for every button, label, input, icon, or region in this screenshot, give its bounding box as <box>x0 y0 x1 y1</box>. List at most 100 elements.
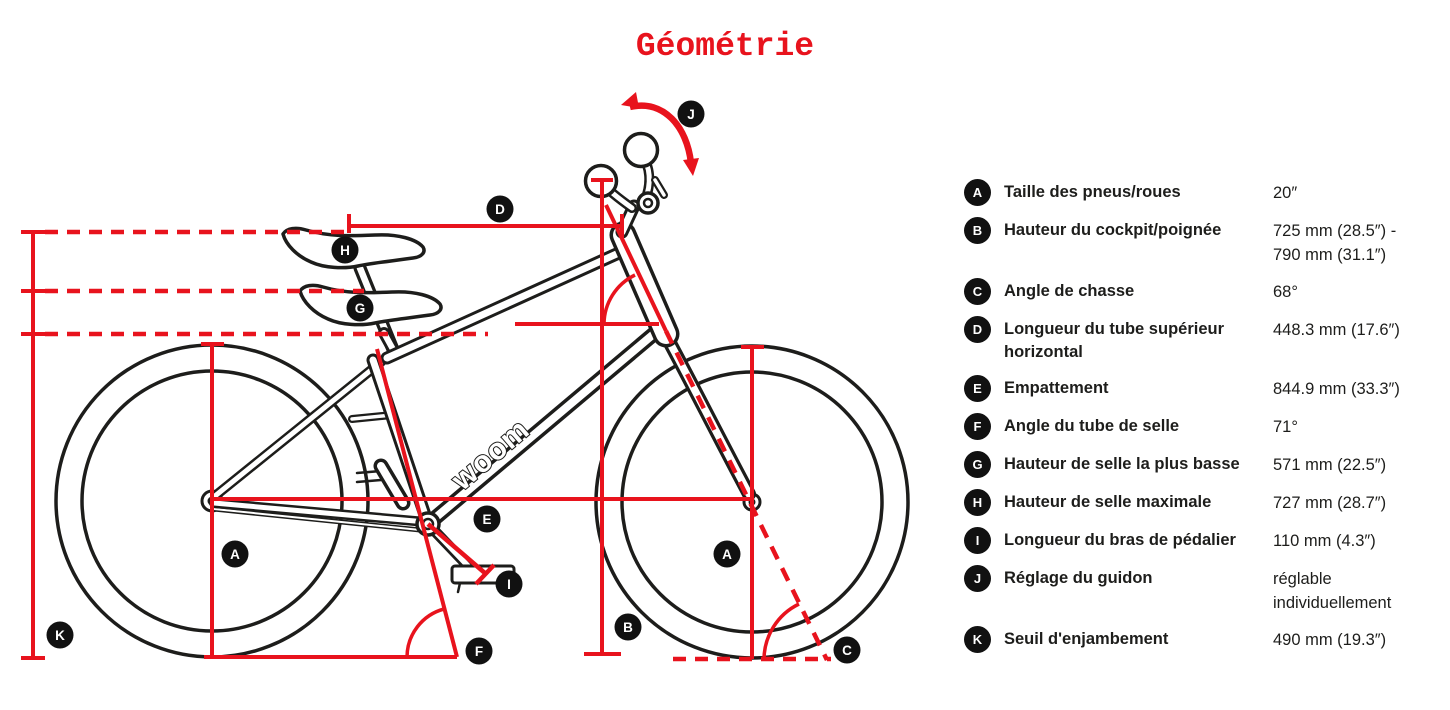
spec-row: H Hauteur de selle maximale 727 mm (28.7… <box>964 489 1439 516</box>
spec-label: Hauteur de selle maximale <box>1004 493 1212 511</box>
marker-A-rear: A <box>221 540 249 568</box>
spec-row: F Angle du tube de selle 71° <box>964 413 1439 440</box>
spec-letter: H <box>972 495 983 510</box>
spec-value-line: 490 mm (19.3″) <box>1273 631 1387 649</box>
spec-value-line: 68° <box>1273 283 1298 301</box>
spec-value: 727 mm (28.7″) <box>1273 491 1386 515</box>
brand-logo: woom <box>445 413 536 498</box>
spec-letter: F <box>973 419 982 434</box>
svg-text:B: B <box>623 620 633 635</box>
spec-letter-badge: D <box>964 316 991 343</box>
svg-text:D: D <box>495 202 505 217</box>
spec-label: Angle de chasse <box>1004 282 1135 300</box>
spec-label: Hauteur du cockpit/poignée <box>1004 221 1222 239</box>
marker-F: F <box>465 637 493 665</box>
spec-letter-badge: E <box>964 375 991 402</box>
spec-value-line: 448.3 mm (17.6″) <box>1273 321 1400 339</box>
spec-value: 725 mm (28.5″) - 790 mm (31.1″) <box>1273 219 1396 267</box>
spec-letter-badge: F <box>964 413 991 440</box>
spec-label: Longueur du bras de pédalier <box>1004 531 1236 549</box>
marker-D: D <box>486 195 514 223</box>
spec-value-line: 20″ <box>1273 184 1298 202</box>
grip-upper <box>622 131 660 169</box>
marker-J: J <box>677 100 705 128</box>
marker-H: H <box>331 236 359 264</box>
spec-label: Empattement <box>1004 379 1109 397</box>
spec-row: D Longueur du tube supérieur horizontal … <box>964 316 1439 364</box>
spec-value-line: 71° <box>1273 418 1298 436</box>
spec-row: B Hauteur du cockpit/poignée 725 mm (28.… <box>964 217 1439 267</box>
spec-value: 448.3 mm (17.6″) <box>1273 318 1400 342</box>
spec-letter-badge: J <box>964 565 991 592</box>
spec-label: Longueur du tube supérieur horizontal <box>1004 320 1225 361</box>
marker-A-front: A <box>713 540 741 568</box>
measure-line-K <box>21 230 45 660</box>
svg-text:H: H <box>340 243 350 258</box>
down-tube <box>420 319 670 532</box>
spec-letter: A <box>972 185 983 200</box>
spec-letter: D <box>972 322 983 337</box>
seat-angle-arc <box>405 607 445 658</box>
top-tube <box>380 240 639 365</box>
measurement-overlay <box>21 92 831 662</box>
marker-I: I <box>495 570 523 598</box>
chain-stay <box>209 498 431 527</box>
bike-geometry-diagram: woom <box>21 92 910 665</box>
spec-value-line: 725 mm (28.5″) - <box>1273 222 1397 240</box>
measure-line-A-rear <box>201 342 224 657</box>
marker-G: G <box>346 294 374 322</box>
spec-value: 110 mm (4.3″) <box>1273 529 1376 553</box>
head-angle-arc <box>602 273 636 325</box>
spec-letter-badge: B <box>964 217 991 244</box>
spec-value-line: 571 mm (22.5″) <box>1273 456 1387 474</box>
spec-letter-badge: I <box>964 527 991 554</box>
svg-text:E: E <box>482 512 491 527</box>
spec-letter-badge: C <box>964 278 991 305</box>
spec-letter-badge: K <box>964 626 991 653</box>
spec-value-line: 727 mm (28.7″) <box>1273 494 1387 512</box>
caster-angle-arc <box>762 602 800 661</box>
spec-letter: B <box>972 223 983 238</box>
spec-value: 844.9 mm (33.3″) <box>1273 377 1400 401</box>
spec-label: Réglage du guidon <box>1004 569 1153 587</box>
spec-value: 68° <box>1273 280 1298 304</box>
spec-letter: J <box>973 571 982 586</box>
spec-value-line: individuellement <box>1273 594 1392 612</box>
spec-value: 571 mm (22.5″) <box>1273 453 1386 477</box>
spec-table: A Taille des pneus/roues 20″ B Hauteur d… <box>964 179 1439 666</box>
spec-value: 20″ <box>1273 181 1297 205</box>
spec-row: K Seuil d'enjambement 490 mm (19.3″) <box>964 626 1439 653</box>
spec-label: Angle du tube de selle <box>1004 417 1180 435</box>
diagram-markers: H G D J E I F B C A A K <box>46 100 861 665</box>
spec-value-line: 110 mm (4.3″) <box>1273 532 1376 550</box>
spec-letter: I <box>975 533 980 548</box>
svg-text:C: C <box>842 643 852 658</box>
steering-axis-dashed <box>663 330 830 661</box>
spec-letter: K <box>972 632 983 647</box>
spec-letter-badge: G <box>964 451 991 478</box>
chain <box>211 506 433 534</box>
svg-text:G: G <box>355 301 366 316</box>
spec-label: Taille des pneus/roues <box>1004 183 1181 201</box>
svg-text:F: F <box>475 644 483 659</box>
spec-row: G Hauteur de selle la plus basse 571 mm … <box>964 451 1439 478</box>
spec-value-line: 844.9 mm (33.3″) <box>1273 380 1400 398</box>
spec-value-line: 790 mm (31.1″) <box>1273 246 1387 264</box>
measure-line-I <box>426 522 496 586</box>
spec-letter-badge: A <box>964 179 991 206</box>
spec-value: 490 mm (19.3″) <box>1273 628 1386 652</box>
spec-letter-badge: H <box>964 489 991 516</box>
spec-row: A Taille des pneus/roues 20″ <box>964 179 1439 206</box>
measure-line-B <box>584 178 621 656</box>
spec-row: I Longueur du bras de pédalier 110 mm (4… <box>964 527 1439 554</box>
kickstand <box>355 458 411 511</box>
spec-letter: C <box>972 284 983 299</box>
steering-axis-solid <box>604 204 668 332</box>
spec-label: Seuil d'enjambement <box>1004 630 1169 648</box>
svg-text:A: A <box>230 547 240 562</box>
spec-row: E Empattement 844.9 mm (33.3″) <box>964 375 1439 402</box>
marker-C: C <box>833 636 861 664</box>
